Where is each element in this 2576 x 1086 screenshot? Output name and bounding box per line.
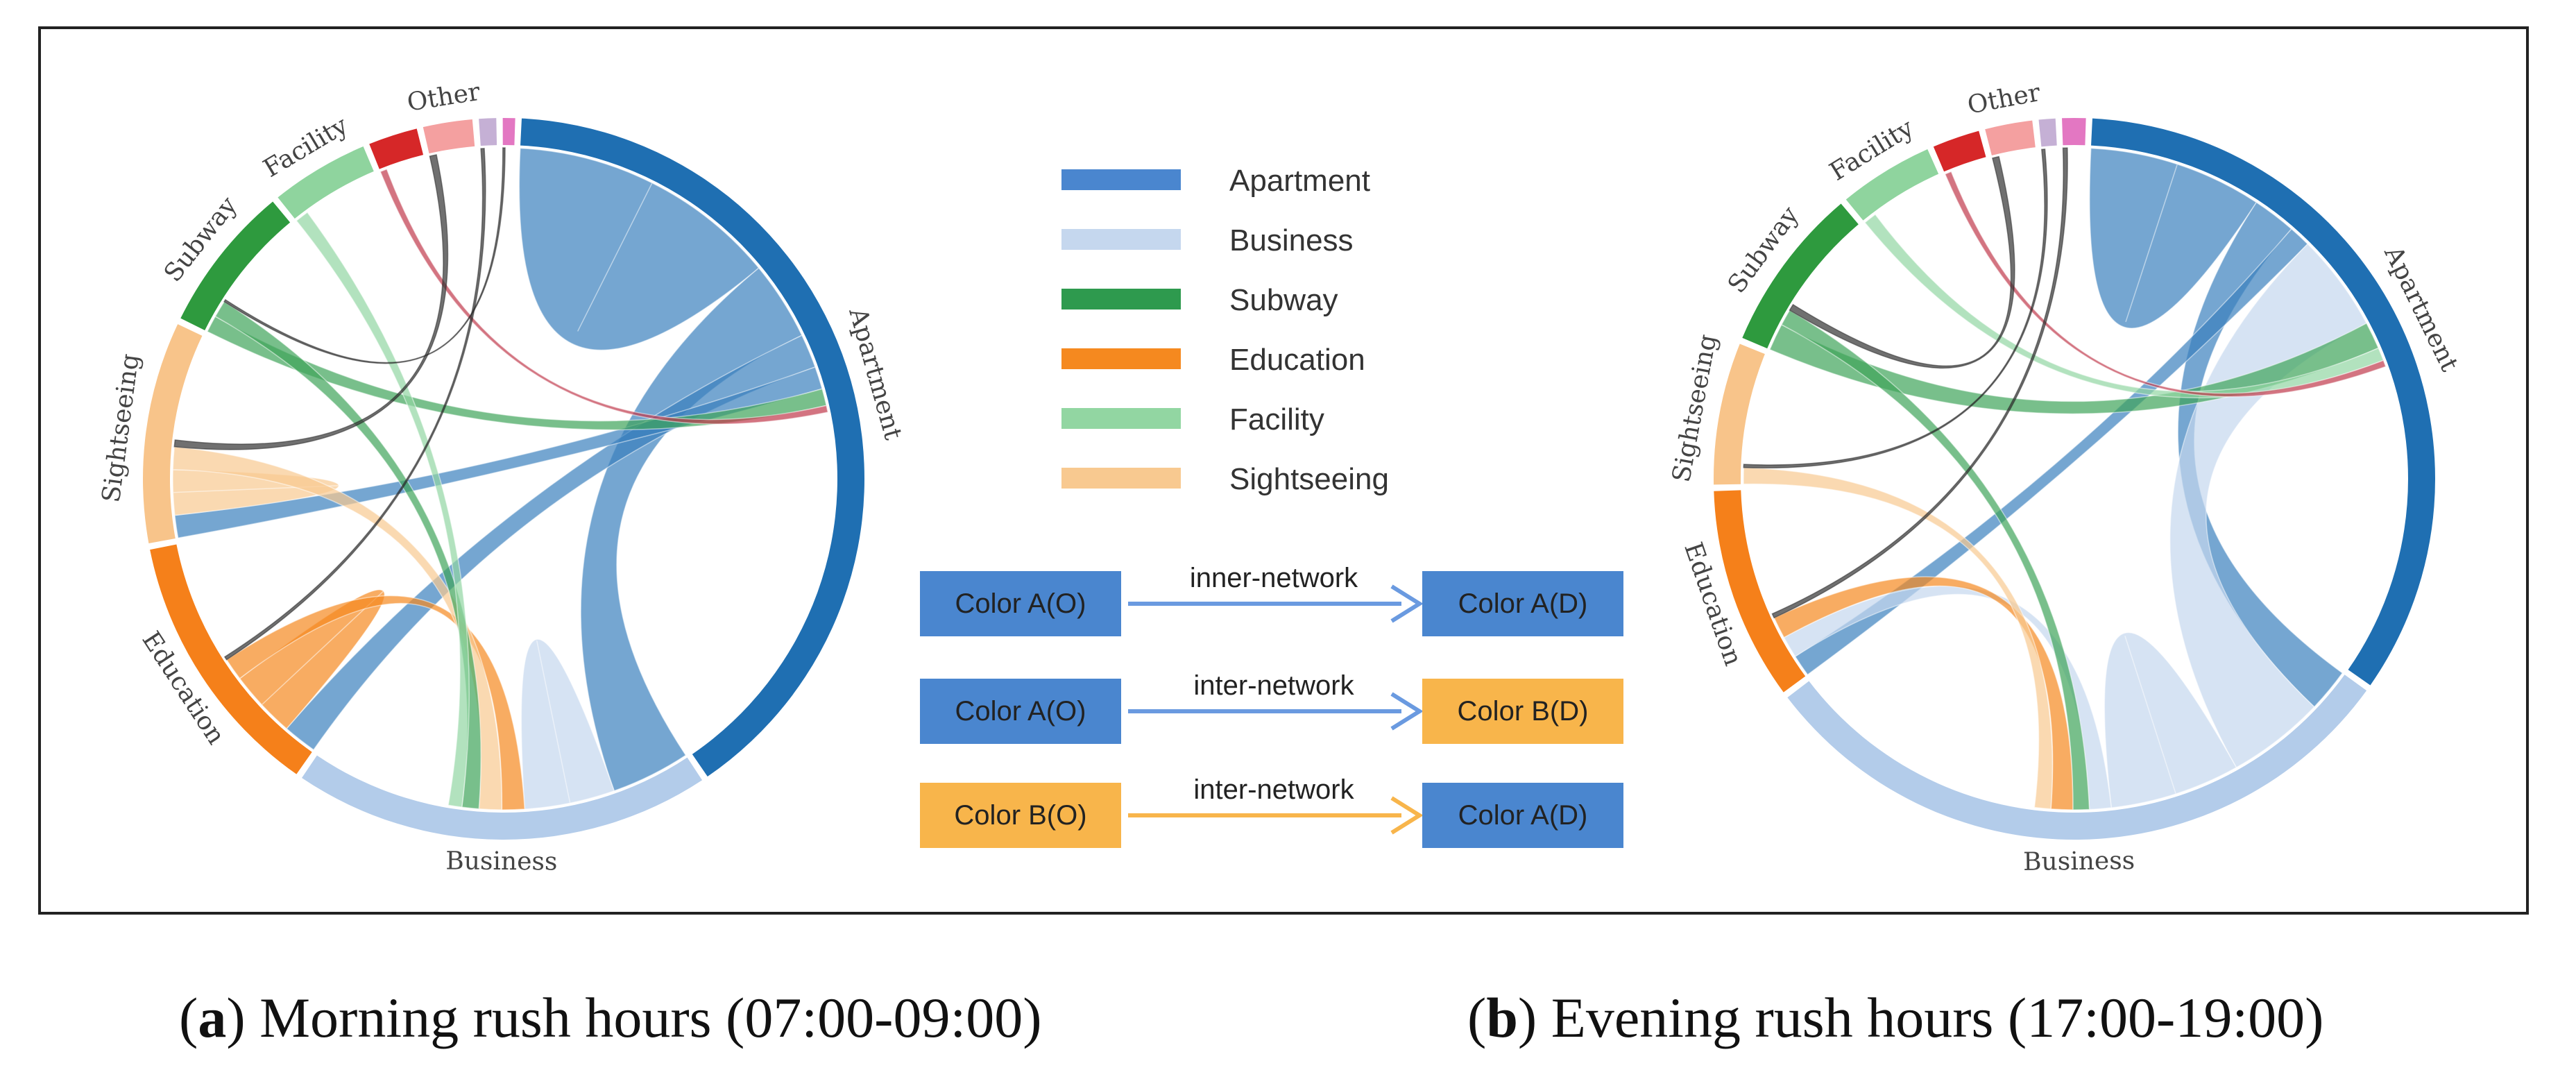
legend-label-education: Education (1229, 343, 1365, 377)
flow-key-origin-box (920, 679, 1121, 744)
segment-other (1985, 120, 2036, 155)
segment-other3 (2062, 118, 2086, 146)
flow-key-origin-label: Color A(O) (955, 696, 1086, 727)
ribbon-sightseeing-to-business (1743, 467, 2054, 810)
ribbon-other-to-sightseeing (173, 154, 449, 450)
segment-apartment (2091, 118, 2436, 686)
caption-letter: b (1486, 986, 1518, 1049)
segment-label-business: Business (445, 847, 557, 876)
segment-sightseeing (143, 324, 203, 543)
segment-other3 (502, 118, 515, 146)
ribbon-education-to-business (225, 595, 526, 811)
flow-key-origin-label: Color B(O) (954, 800, 1086, 831)
segment-sightseeing (1714, 343, 1765, 485)
ribbon-apartment-to-apartment (2089, 147, 2258, 329)
flow-key-origin-label: Color A(O) (955, 588, 1086, 619)
flow-key-destination-label: Color A(D) (1458, 588, 1588, 619)
flow-key-arrow-label: inter-network (1193, 670, 1354, 701)
legend-swatch-apartment (1061, 169, 1181, 190)
flow-key-origin-box (920, 571, 1121, 636)
legend-item-apartment: Apartment (1061, 164, 1370, 198)
ribbon-business-to-apartment (2169, 243, 2368, 769)
legend-swatch-business (1061, 229, 1181, 250)
ribbon-subway-to-business (1780, 309, 2090, 811)
segment-subway (180, 201, 291, 331)
ribbon-facility-to-business (296, 211, 470, 808)
segment-restaurant (369, 128, 424, 169)
segment-education (1714, 490, 1806, 693)
legend-swatch-education (1061, 348, 1181, 369)
segment-label-business: Business (2023, 847, 2135, 876)
flow-key-row-inter-ab: Color A(O) inter-network Color B(D) (920, 670, 1623, 744)
ribbons (1743, 147, 2387, 811)
caption-morning: (a) Morning rush hours (07:00-09:00) (179, 986, 1042, 1049)
ribbon-restaurant-to-apartment (1944, 171, 2387, 398)
legend-swatch-sightseeing (1061, 468, 1181, 489)
segment-business (302, 755, 703, 840)
flow-key-origin-box (920, 783, 1121, 848)
caption-text: ) Evening rush hours (17:00-19:00) (1517, 986, 2324, 1049)
flow-key-arrow-label: inter-network (1193, 774, 1354, 805)
flow-key-destination-box (1422, 679, 1623, 744)
legend-item-sightseeing: Sightseeing (1061, 462, 1389, 496)
legend-label-subway: Subway (1229, 283, 1338, 317)
flow-key-row-inter-ba: Color B(O) inter-network Color A(D) (920, 774, 1623, 848)
segment-apartment (520, 118, 864, 777)
flow-key-arrow-head (1390, 692, 1424, 731)
flow-key-destination-box (1422, 571, 1623, 636)
segment-facility (1845, 149, 1939, 221)
segment-label-other: Other (1965, 78, 2043, 120)
ribbons (172, 147, 829, 811)
legend-swatch-facility (1061, 408, 1181, 429)
ribbon-other3-to-subway (223, 147, 506, 364)
ribbon-business-to-business (2104, 631, 2237, 808)
legend-label-sightseeing: Sightseeing (1229, 462, 1389, 496)
segment-other2 (479, 118, 497, 146)
caption-letter: a (198, 986, 227, 1049)
ribbon-business-to-business (520, 638, 615, 810)
flow-key-destination-label: Color A(D) (1458, 800, 1588, 831)
segment-label-other: Other (405, 78, 483, 117)
chord-diagram-morning: ApartmentBusinessEducationSightseeingSub… (97, 78, 907, 876)
segment-restaurant (1933, 130, 1986, 172)
legend-item-education: Education (1061, 343, 1365, 377)
segment-facility (278, 146, 374, 219)
ribbon-other3-to-education (1771, 147, 2068, 619)
ribbon-subway-to-apartment (206, 315, 828, 431)
flow-key-destination-box (1422, 783, 1623, 848)
segment-business (1787, 674, 2367, 840)
caption-evening: (b) Evening rush hours (17:00-19:00) (1467, 986, 2324, 1049)
segment-education (150, 544, 312, 774)
ribbon-restaurant-to-apartment (379, 168, 829, 425)
ribbon-facility-to-apartment (1863, 213, 2385, 398)
legend-label-apartment: Apartment (1229, 164, 1370, 198)
flow-key-destination-label: Color B(D) (1458, 696, 1589, 727)
segment-label-sightseeing: Sightseeing (97, 352, 145, 504)
segment-other (423, 119, 475, 154)
legend-label-facility: Facility (1229, 402, 1324, 436)
flow-key: Color A(O) inner-network Color A(D) Colo… (920, 563, 1623, 848)
legend-label-business: Business (1229, 223, 1354, 257)
legend-item-subway: Subway (1061, 283, 1338, 317)
chord-diagram-evening: ApartmentBusinessEducationSightseeingSub… (1667, 78, 2464, 876)
legend: Apartment Business Subway Education Faci… (1061, 164, 1389, 496)
ribbon-subway-to-business (214, 300, 481, 810)
flow-key-arrow-label: inner-network (1190, 563, 1358, 593)
ribbon-other-to-subway (1789, 155, 2015, 369)
legend-swatch-subway (1061, 289, 1181, 309)
flow-key-arrow-head (1390, 584, 1424, 623)
legend-item-business: Business (1061, 223, 1354, 257)
segment-other2 (2038, 118, 2057, 147)
ribbon-other2-to-sightseeing (1743, 149, 2048, 469)
ribbon-other2-to-education (223, 148, 486, 661)
legend-item-facility: Facility (1061, 402, 1324, 436)
ribbon-education-to-business (1773, 576, 2074, 811)
segment-subway (1742, 203, 1859, 349)
ribbon-apartment-to-apartment (518, 147, 760, 351)
flow-key-row-inner: Color A(O) inner-network Color A(D) (920, 563, 1623, 636)
caption-text: ) Morning rush hours (07:00-09:00) (226, 986, 1042, 1049)
flow-key-arrow-head (1390, 796, 1424, 835)
